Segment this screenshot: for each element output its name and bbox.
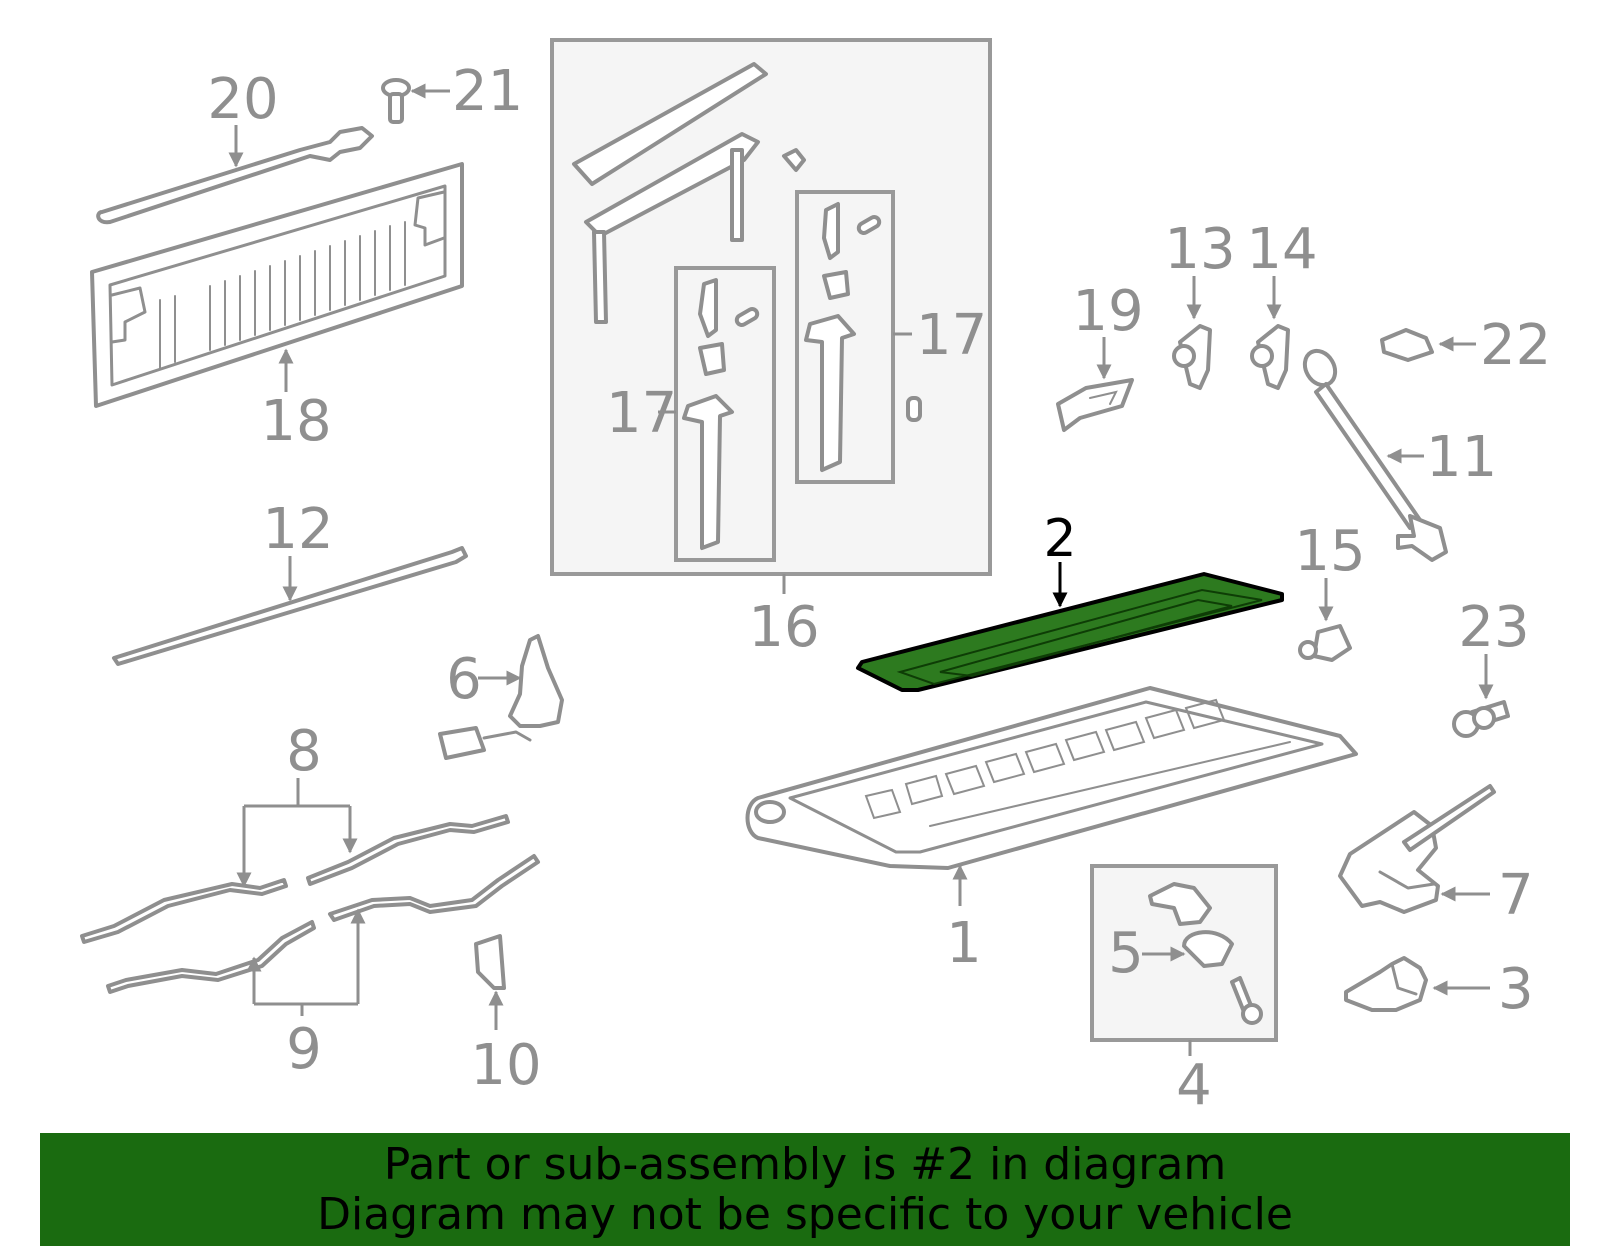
callout-19: 19 (1072, 279, 1144, 380)
part-2-tailgate-cover-highlighted[interactable] (856, 572, 1284, 692)
part-11-support-cable[interactable] (1299, 345, 1448, 562)
callout-18: 18 (260, 348, 332, 454)
callout-17-left-label: 17 (606, 381, 677, 446)
part-7-hinge[interactable] (1338, 784, 1496, 914)
callout-12-label: 12 (262, 497, 333, 562)
callout-19-label: 19 (1072, 279, 1143, 344)
callout-12: 12 (262, 497, 334, 602)
part-9-rods[interactable] (106, 854, 540, 994)
callout-1-label: 1 (946, 911, 982, 976)
callout-9: 9 (246, 908, 366, 1082)
callout-10: 10 (470, 990, 542, 1098)
part-8-rods[interactable] (80, 814, 510, 944)
part-22-pad[interactable] (1380, 328, 1434, 362)
callout-22-label: 22 (1480, 313, 1551, 378)
callout-14-label: 14 (1246, 217, 1317, 282)
callout-8-label: 8 (286, 719, 322, 784)
callout-16-label: 16 (748, 595, 819, 660)
callout-5-label: 5 (1108, 921, 1144, 986)
callout-15: 15 (1294, 519, 1366, 622)
callout-20-label: 20 (207, 67, 278, 132)
callout-2: 2 (1043, 509, 1077, 608)
callout-3: 3 (1432, 957, 1534, 1022)
part-21-bolt[interactable] (381, 78, 411, 124)
part-16-assembly-box[interactable] (550, 38, 992, 576)
callout-10-label: 10 (470, 1033, 541, 1098)
callout-23: 23 (1458, 595, 1530, 700)
callout-16: 16 (748, 574, 820, 660)
callout-18-label: 18 (260, 389, 331, 454)
info-banner: Part or sub-assembly is #2 in diagram Di… (40, 1133, 1570, 1246)
callout-6-label: 6 (446, 647, 482, 712)
callout-17-right: 17 (893, 303, 987, 368)
callout-21: 21 (410, 59, 523, 124)
part-23-bolt[interactable] (1452, 700, 1510, 738)
callout-8: 8 (236, 719, 358, 888)
part-10-clip[interactable] (474, 934, 506, 990)
callout-13-label: 13 (1164, 217, 1235, 282)
callout-13: 13 (1164, 217, 1236, 320)
callout-7: 7 (1440, 863, 1534, 928)
banner-background (40, 1133, 1570, 1246)
part-3-striker[interactable] (1344, 956, 1428, 1012)
callout-6: 6 (446, 647, 522, 712)
callout-2-label: 2 (1043, 509, 1076, 569)
callout-11: 11 (1386, 425, 1497, 490)
callout-1: 1 (946, 864, 982, 976)
callout-17-left: 17 (606, 381, 677, 446)
callout-5: 5 (1108, 921, 1186, 986)
callout-20: 20 (207, 67, 279, 168)
banner-line-1: Part or sub-assembly is #2 in diagram (383, 1138, 1227, 1190)
part-20-rod[interactable] (96, 126, 374, 225)
part-13-bolt[interactable] (1172, 324, 1212, 390)
part-15-nut[interactable] (1298, 624, 1352, 662)
part-1-tailgate-inner[interactable] (745, 686, 1358, 870)
part-12-cable[interactable] (112, 546, 468, 666)
callout-17-right-label: 17 (916, 303, 987, 368)
callout-21-label: 21 (452, 59, 523, 124)
callout-23-label: 23 (1458, 595, 1529, 660)
part-18-tailgate-panel[interactable] (90, 162, 464, 408)
callout-3-label: 3 (1498, 957, 1534, 1022)
part-14-bolt[interactable] (1250, 324, 1290, 390)
callout-7-label: 7 (1498, 863, 1534, 928)
part-19-bracket[interactable] (1056, 378, 1134, 432)
callout-4: 4 (1176, 1040, 1212, 1118)
banner-line-2: Diagram may not be specific to your vehi… (317, 1188, 1293, 1240)
callout-15-label: 15 (1294, 519, 1365, 584)
callout-11-label: 11 (1426, 425, 1497, 490)
callout-22: 22 (1438, 313, 1551, 378)
callout-4-label: 4 (1176, 1053, 1212, 1118)
callout-14: 14 (1246, 217, 1318, 320)
callout-9-label: 9 (286, 1017, 322, 1082)
